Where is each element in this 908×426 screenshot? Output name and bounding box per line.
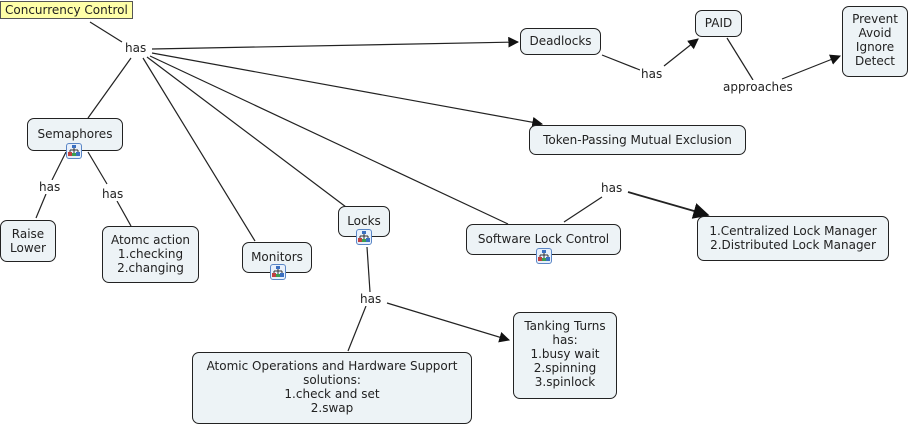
link-has1-raise bbox=[35, 193, 47, 219]
node-raise-lower[interactable]: Raise Lower bbox=[0, 220, 56, 262]
link-has-token bbox=[151, 52, 544, 128]
node-deadlocks[interactable]: Deadlocks bbox=[520, 28, 601, 55]
link-has-paid bbox=[663, 38, 699, 67]
submap-icon[interactable] bbox=[66, 143, 82, 159]
link-label-approaches: approaches bbox=[722, 80, 794, 94]
link-label-sem-has-1: has bbox=[38, 180, 62, 194]
link-has2-atomic bbox=[116, 200, 132, 227]
link-root-has bbox=[89, 21, 123, 43]
link-sem-has2 bbox=[87, 151, 108, 185]
link-has-turns bbox=[386, 302, 511, 343]
node-approaches-list[interactable]: Prevent Avoid Ignore Detect bbox=[842, 6, 908, 77]
submap-icon[interactable] bbox=[356, 229, 372, 245]
node-locks[interactable]: Locks bbox=[338, 206, 390, 237]
link-has-atomicops bbox=[347, 305, 367, 352]
node-atomic-action[interactable]: Atomc action 1.checking 2.changing bbox=[102, 226, 199, 283]
link-sem-has1 bbox=[51, 151, 67, 181]
link-label-sem-has-2: has bbox=[101, 187, 125, 201]
link-has-monitors bbox=[142, 57, 256, 242]
link-locks-has bbox=[366, 246, 371, 293]
link-deadlocks-has bbox=[601, 54, 641, 71]
link-label-root-has: has bbox=[124, 41, 148, 55]
node-software-lock-control[interactable]: Software Lock Control bbox=[466, 224, 621, 255]
node-monitors[interactable]: Monitors bbox=[242, 242, 312, 273]
submap-icon[interactable] bbox=[270, 264, 286, 280]
node-token-passing[interactable]: Token-Passing Mutual Exclusion bbox=[529, 125, 746, 155]
link-approaches-list bbox=[781, 54, 842, 80]
link-label-locks-has: has bbox=[359, 292, 383, 306]
link-label-deadlocks-has: has bbox=[640, 67, 664, 81]
link-has-semaphores bbox=[87, 57, 132, 119]
link-paid-approaches bbox=[726, 37, 754, 81]
node-paid[interactable]: PAID bbox=[695, 10, 742, 37]
link-has-deadlocks bbox=[151, 36, 520, 50]
link-has-locks bbox=[146, 56, 347, 208]
link-slc-has bbox=[563, 196, 603, 223]
submap-icon[interactable] bbox=[536, 248, 552, 264]
link-has-slc bbox=[149, 55, 509, 225]
node-lock-managers[interactable]: 1.Centralized Lock Manager 2.Distributed… bbox=[697, 216, 889, 261]
link-label-slc-has: has bbox=[600, 181, 624, 195]
link-has-lockmgr bbox=[627, 191, 710, 219]
node-atomic-operations[interactable]: Atomic Operations and Hardware Support s… bbox=[192, 352, 472, 424]
root-concept[interactable]: Concurrency Control bbox=[0, 1, 133, 19]
node-taking-turns[interactable]: Tanking Turns has: 1.busy wait 2.spinnin… bbox=[513, 312, 617, 399]
